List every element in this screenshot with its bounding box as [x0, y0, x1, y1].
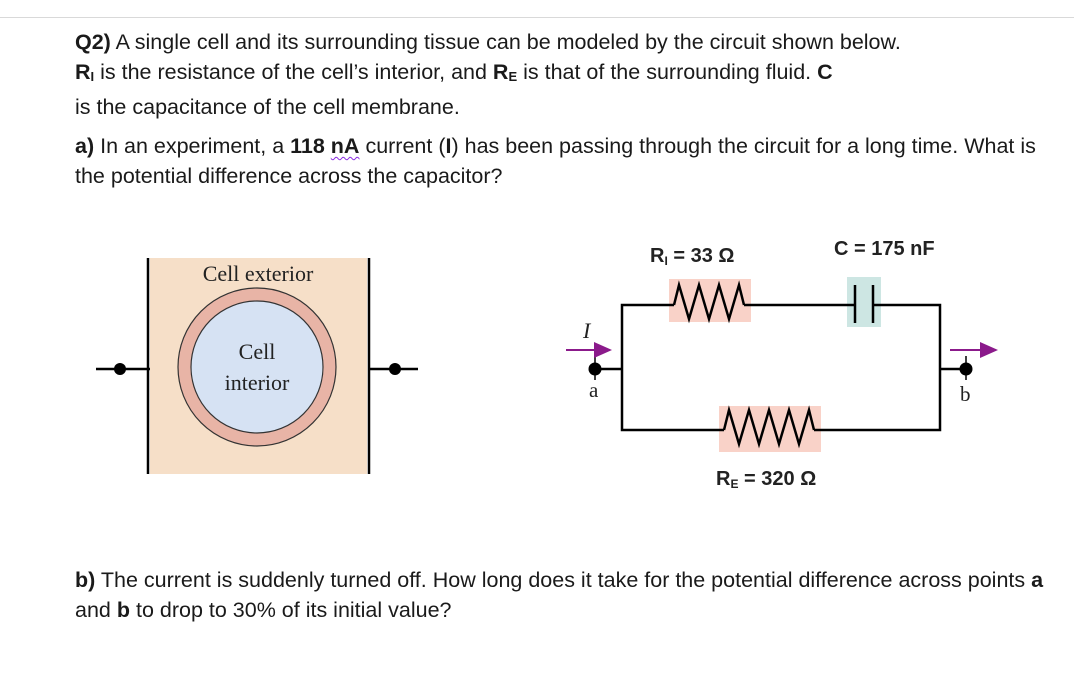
- top-divider: [0, 17, 1074, 18]
- part-b-question: b) The current is suddenly turned off. H…: [75, 565, 1065, 625]
- cell-interior-label-2: interior: [225, 370, 290, 395]
- capacitance-label: C = 175 nF: [834, 238, 935, 260]
- node-b-dot: [959, 362, 973, 376]
- part-b-text-2: and: [75, 598, 117, 622]
- re-symbol: RE: [492, 60, 518, 84]
- current-i-label: I: [582, 318, 592, 343]
- bottom-left-wire: [620, 369, 724, 432]
- re-label: RE = 320 Ω: [716, 468, 816, 491]
- question-number: Q2): [75, 30, 111, 54]
- capacitor-highlight: [847, 277, 881, 327]
- question-intro: Q2) A single cell and its surrounding ti…: [75, 27, 1065, 122]
- point-a: a: [1031, 568, 1044, 592]
- part-a-text-2: current (: [359, 134, 446, 158]
- part-b-text-1: The current is suddenly turned off. How …: [95, 568, 1032, 592]
- part-a-question: a) In an experiment, a 118 nA current (I…: [75, 131, 1065, 191]
- top-left-wire: [620, 303, 674, 369]
- cell-interior-label-1: Cell: [239, 339, 276, 364]
- intro-sentence-1: A single cell and its surrounding tissue…: [110, 30, 901, 54]
- intro-sentence-3: is that of the surrounding fluid.: [517, 60, 818, 84]
- intro-sentence-4: is the capacitance of the cell membrane.: [75, 95, 460, 119]
- point-b: b: [116, 598, 130, 622]
- ri-label: RI = 33 Ω: [650, 245, 734, 268]
- top-right-wire: [873, 303, 942, 369]
- right-terminal-dot: [389, 363, 401, 375]
- ri-symbol: RI: [75, 60, 95, 84]
- part-a-text-1: In an experiment, a: [94, 134, 291, 158]
- part-a-label: a): [75, 134, 95, 158]
- cell-interior: [190, 300, 324, 434]
- cell-exterior-label: Cell exterior: [203, 261, 314, 286]
- c-symbol: C: [817, 60, 833, 84]
- node-b-label: b: [960, 382, 971, 406]
- node-a-dot: [588, 362, 602, 376]
- re-resistor: [722, 405, 816, 449]
- part-b-text-3: to drop to 30% of its initial value?: [130, 598, 452, 622]
- node-a-label: a: [589, 378, 599, 402]
- bottom-right-wire: [814, 369, 942, 432]
- current-unit: nA: [330, 134, 360, 158]
- part-b-label: b): [75, 568, 96, 592]
- intro-sentence-2: is the resistance of the cell’s interior…: [94, 60, 493, 84]
- current-value: 118: [290, 134, 325, 158]
- left-terminal-dot: [114, 363, 126, 375]
- ri-resistor: [672, 280, 746, 324]
- current-symbol: I: [445, 134, 452, 158]
- part-a-text-3: ) has been passing through the circuit f…: [75, 134, 1036, 188]
